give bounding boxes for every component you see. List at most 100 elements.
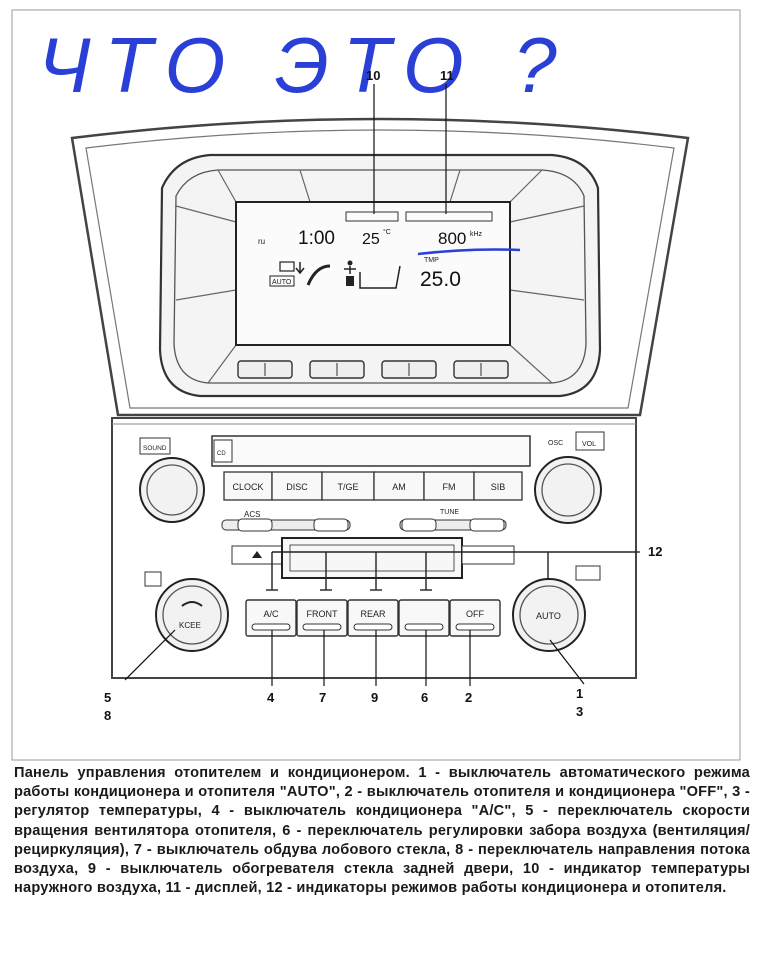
audio-button-label: FM bbox=[443, 482, 456, 492]
lcd-windshield-icon bbox=[279, 261, 295, 272]
vol-button[interactable] bbox=[575, 431, 605, 451]
temp-mode-icon bbox=[575, 565, 601, 581]
tune-down-button[interactable] bbox=[401, 518, 437, 532]
lcd-fan-mode-box bbox=[269, 275, 295, 287]
audio-button-2[interactable]: DISC bbox=[271, 471, 323, 501]
fan-speed-knob[interactable] bbox=[155, 578, 229, 652]
climate-button-label: REAR bbox=[360, 609, 386, 619]
climate-button-4[interactable] bbox=[398, 599, 450, 637]
cassette-door bbox=[281, 537, 463, 579]
callout-1: 1 bbox=[576, 686, 583, 701]
climate-button-indicator bbox=[353, 623, 393, 631]
climate-button-row: A/C FRONT REAR OFF bbox=[245, 599, 501, 637]
callout-8: 8 bbox=[104, 708, 111, 723]
audio-button-4[interactable]: AM bbox=[373, 471, 425, 501]
climate-button-5[interactable]: OFF bbox=[449, 599, 501, 637]
audio-button-label: DISC bbox=[286, 482, 308, 492]
lcd-airflow-icon bbox=[306, 264, 331, 286]
handwritten-underline bbox=[417, 248, 521, 256]
tune-label: TUNE bbox=[440, 509, 459, 516]
handwritten-text: ЧТО ЭТО ? bbox=[38, 21, 571, 109]
temperature-knob[interactable] bbox=[512, 578, 586, 652]
sound-button[interactable] bbox=[139, 437, 171, 455]
audio-button-frame bbox=[423, 471, 475, 501]
fan-speed-knob-ring bbox=[162, 585, 222, 645]
lcd-person-body bbox=[344, 266, 356, 274]
callout-3: 3 bbox=[576, 704, 583, 719]
audio-left-knob-ring bbox=[146, 464, 198, 516]
lcd-arrow-down-icon bbox=[295, 262, 305, 275]
audio-left-knob[interactable] bbox=[139, 457, 205, 523]
audio-button-label: SIB bbox=[491, 482, 506, 492]
mode-indicator-ticks bbox=[266, 551, 638, 591]
lcd-auto-label: AUTO bbox=[272, 279, 292, 286]
figure-caption: Панель управления отопителем и кондицион… bbox=[14, 765, 750, 897]
lcd-fan-bar bbox=[359, 265, 401, 289]
fan-knob-label: KCEE bbox=[179, 621, 201, 630]
lcd-seat-icon bbox=[346, 276, 354, 286]
vol-button-label: VOL bbox=[582, 441, 596, 448]
callout-4: 4 bbox=[267, 690, 275, 705]
climate-button-indicator bbox=[251, 623, 291, 631]
display-perspective-lines bbox=[175, 169, 585, 384]
display-button-row bbox=[237, 360, 509, 379]
sib-small-button[interactable] bbox=[313, 518, 349, 532]
audio-right-knob[interactable] bbox=[534, 456, 602, 524]
cd-slot-frame bbox=[211, 435, 531, 467]
audio-button-frame bbox=[373, 471, 425, 501]
temperature-knob-ring bbox=[519, 585, 579, 645]
eject-icon bbox=[252, 551, 262, 558]
console-outer-bezel bbox=[70, 117, 690, 417]
sound-button-label: SOUND bbox=[143, 445, 167, 452]
control-panel-frame bbox=[111, 417, 637, 679]
climate-button-indicator bbox=[302, 623, 342, 631]
audio-button-3[interactable]: T/GE bbox=[321, 471, 375, 501]
callout-11: 11 bbox=[440, 68, 454, 83]
climate-button-1[interactable]: A/C bbox=[245, 599, 297, 637]
callout-5: 5 bbox=[104, 690, 111, 705]
handwritten-question: ЧТО ЭТО ? bbox=[38, 21, 571, 109]
lcd-climate-icons: AUTO bbox=[269, 260, 401, 289]
audio-right-knob-ring bbox=[541, 463, 595, 517]
audio-button-label: CLOCK bbox=[232, 482, 263, 492]
lcd-tmp-label: TMP bbox=[424, 257, 439, 264]
outside-temp-indicator-frame bbox=[345, 211, 399, 222]
audio-button-6[interactable]: SIB bbox=[473, 471, 523, 501]
lcd-left-label: ru bbox=[258, 237, 265, 246]
climate-button-indicator bbox=[455, 623, 495, 631]
callout-10: 10 bbox=[366, 68, 380, 83]
lcd-person-icon bbox=[347, 260, 353, 266]
climate-button-3[interactable]: REAR bbox=[347, 599, 399, 637]
callout-12: 12 bbox=[648, 544, 662, 559]
callout-7: 7 bbox=[319, 690, 326, 705]
climate-button-label: FRONT bbox=[307, 609, 338, 619]
callout-6: 6 bbox=[421, 690, 428, 705]
cd-indicator bbox=[213, 439, 233, 463]
fan-airflow-icon bbox=[181, 601, 203, 607]
climate-button-frame bbox=[398, 599, 450, 637]
audio-button-1[interactable]: CLOCK bbox=[223, 471, 273, 501]
display-housing-inner bbox=[173, 169, 587, 384]
console-inner-bezel bbox=[85, 129, 675, 409]
climate-button-2[interactable]: FRONT bbox=[296, 599, 348, 637]
lcd-set-temp: 25.0 bbox=[420, 268, 461, 291]
audio-button-label: AM bbox=[392, 482, 406, 492]
cassette-window bbox=[289, 544, 455, 572]
lcd-main-value: 800 bbox=[438, 229, 466, 248]
lcd-clock: 1:00 bbox=[298, 228, 335, 249]
osc-label: OSC bbox=[548, 440, 563, 447]
acs-button[interactable] bbox=[237, 518, 273, 532]
audio-button-frame bbox=[223, 471, 273, 501]
lcd-outside-temp: 25 bbox=[362, 231, 380, 248]
auto-button-label: AUTO bbox=[536, 611, 561, 621]
audio-button-frame bbox=[473, 471, 523, 501]
climate-button-label: A/C bbox=[263, 609, 279, 619]
callout-9: 9 bbox=[371, 690, 378, 705]
tune-up-button[interactable] bbox=[469, 518, 505, 532]
callout-2: 2 bbox=[465, 690, 472, 705]
tape-direction-button[interactable] bbox=[461, 545, 515, 565]
audio-button-5[interactable]: FM bbox=[423, 471, 475, 501]
audio-button-frame bbox=[271, 471, 323, 501]
audio-button-label: T/GE bbox=[337, 482, 358, 492]
